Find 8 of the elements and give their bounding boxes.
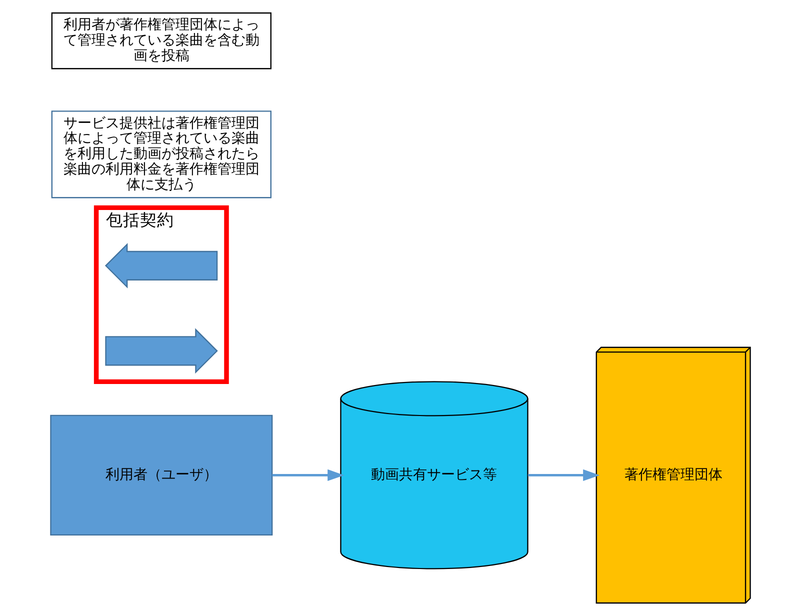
arrow — [272, 469, 344, 481]
node-arrow — [104, 328, 218, 374]
arrow — [527, 469, 600, 481]
node-arrow — [104, 242, 218, 288]
node-box: サービス提供社は著作権管理団体によって管理されている楽曲を利用した動画が投稿されたら楽曲の利用料金を著作権管理団体に支払う — [50, 110, 271, 198]
node-box: 利用者が著作権管理団体によって管理されている楽曲を含む動画を投稿 — [50, 12, 271, 70]
cluster: 包括契約 — [93, 205, 228, 384]
node-box: 利用者（ユーザ） — [50, 414, 272, 536]
